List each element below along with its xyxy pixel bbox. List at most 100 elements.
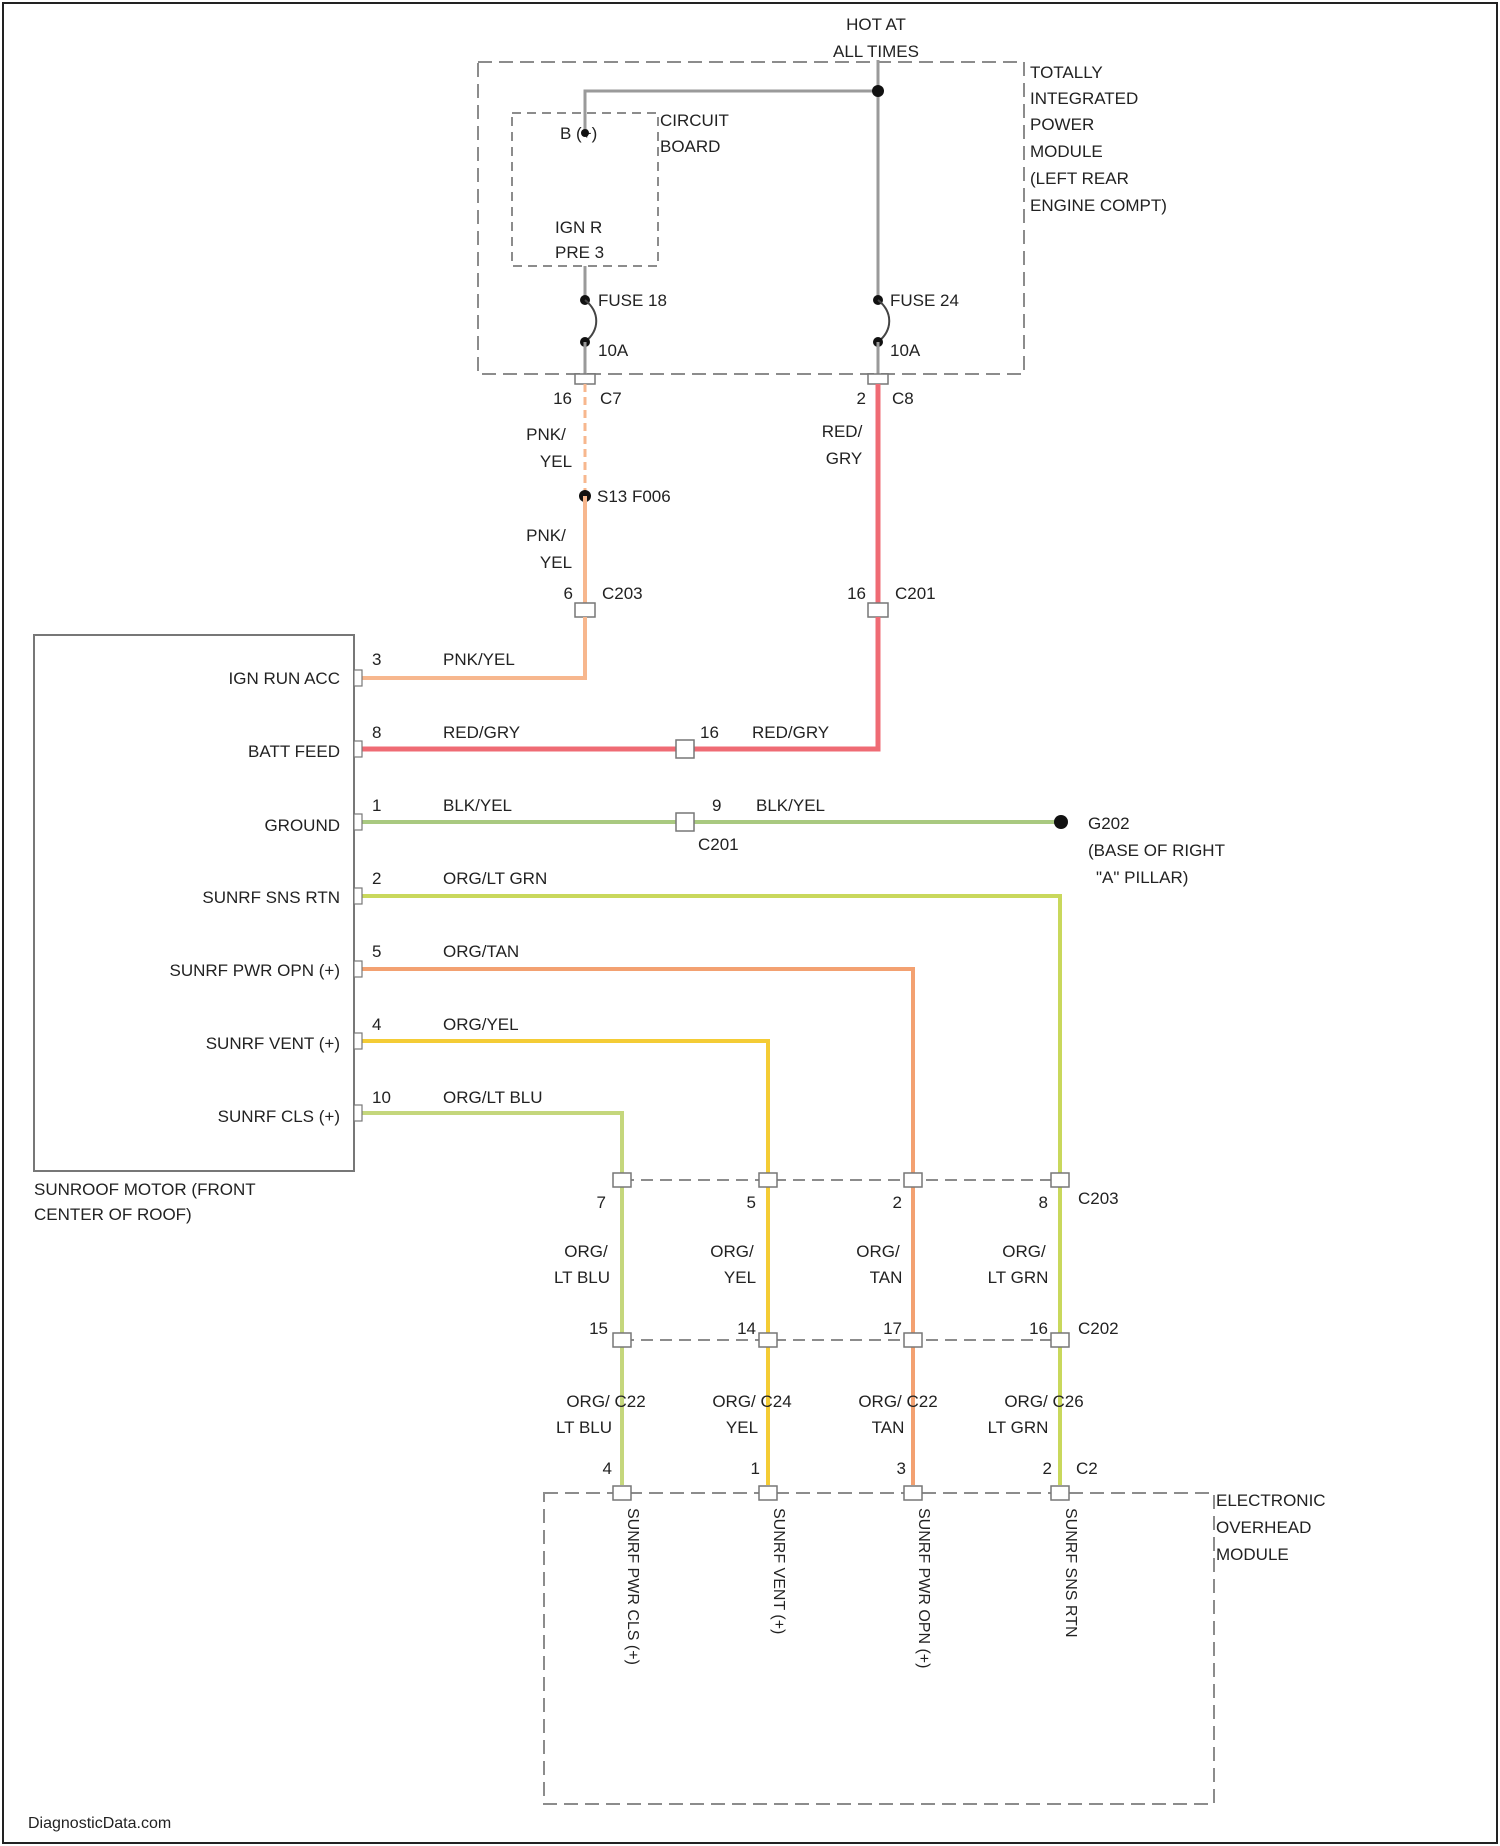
motor-wire-blk-yel: BLK/YEL (443, 796, 512, 815)
motor-pin-stub (354, 670, 362, 686)
eom-wire-label-3a: ORG/ C22 (858, 1392, 937, 1411)
connector-c8 (868, 374, 888, 384)
org-lt-blu-wire (354, 1113, 622, 1175)
motor-pin-stub (354, 1105, 362, 1121)
eom-label-2: OVERHEAD (1216, 1518, 1311, 1537)
c2-shell (613, 1486, 631, 1500)
eom-wire-label-4b: LT GRN (988, 1418, 1049, 1437)
lower-wire-label-1b: LT BLU (554, 1268, 610, 1287)
c7-name: C7 (600, 389, 622, 408)
eom-wire-label-2a: ORG/ C24 (712, 1392, 791, 1411)
c8-name: C8 (892, 389, 914, 408)
fuse-24-name: FUSE 24 (890, 291, 959, 310)
motor-pin-num-4: 4 (372, 1015, 381, 1034)
motor-pin-stub (354, 1033, 362, 1049)
motor-pin-num-3: 3 (372, 650, 381, 669)
relay-label-2: PRE 3 (555, 243, 604, 262)
tipm-label-5: (LEFT REAR (1030, 169, 1129, 188)
org-yel-wire (354, 1041, 768, 1175)
c2-shell (759, 1486, 777, 1500)
c202-shell (613, 1333, 631, 1347)
connector-c201-upper (868, 603, 888, 617)
motor-wire-org-lt-blu: ORG/LT BLU (443, 1088, 543, 1107)
connector-c201-batt (676, 740, 694, 758)
c202-shell (1051, 1333, 1069, 1347)
c203-lower-shell (759, 1173, 777, 1187)
lower-wire-label-3a: ORG/ (856, 1242, 900, 1261)
eom-wire-label-3b: TAN (872, 1418, 905, 1437)
lower-wire-label-3b: TAN (870, 1268, 903, 1287)
org-tan-wire (354, 969, 913, 1175)
c203-lower-shell (1051, 1173, 1069, 1187)
c203-lower-shell (904, 1173, 922, 1187)
circuit-board-label-1: CIRCUIT (660, 111, 729, 130)
motor-pin-name-sns-rtn: SUNRF SNS RTN (202, 888, 340, 907)
motor-wire-org-lt-grn: ORG/LT GRN (443, 869, 547, 888)
motor-pin-num-1: 1 (372, 796, 381, 815)
c2-pin-3: 3 (897, 1459, 906, 1478)
eom-wire-label-1b: LT BLU (556, 1418, 612, 1437)
motor-pin-num-10: 10 (372, 1088, 391, 1107)
c201-lower-name: C201 (698, 835, 739, 854)
b-plus-label: B (+) (560, 124, 597, 143)
c2-shell (1051, 1486, 1069, 1500)
motor-pin-stub (354, 961, 362, 977)
motor-pin-name-cls: SUNRF CLS (+) (218, 1107, 340, 1126)
motor-pin-name-ign-run-acc: IGN RUN ACC (229, 669, 340, 688)
connector-c203-upper (575, 603, 595, 617)
motor-pins: IGN RUN ACC 3 PNK/YEL BATT FEED 8 RED/GR… (170, 617, 1225, 1175)
c203-lower-pin-8: 8 (1039, 1193, 1048, 1212)
lower-connector-shells (613, 1173, 1069, 1347)
outer-frame (3, 3, 1497, 1843)
motor-pin-name-batt-feed: BATT FEED (248, 742, 340, 761)
c202-pin-16: 16 (1029, 1319, 1048, 1338)
motor-pin-stub (354, 814, 362, 830)
hot-at-label: HOT AT (846, 15, 906, 34)
c203-upper-name: C203 (602, 584, 643, 603)
lower-wire-label-2a: ORG/ (710, 1242, 754, 1261)
c2-shell (904, 1486, 922, 1500)
all-times-label: ALL TIMES (833, 42, 919, 61)
motor-pin-name-pwr-opn: SUNRF PWR OPN (+) (170, 961, 340, 980)
org-lt-grn-wire (354, 896, 1060, 1175)
c203-lower-name: C203 (1078, 1189, 1119, 1208)
ground-location-2: "A" PILLAR) (1096, 868, 1188, 887)
fuse-18-icon (585, 300, 596, 342)
motor-pin-num-8: 8 (372, 723, 381, 742)
fuse-18-name: FUSE 18 (598, 291, 667, 310)
motor-pin-num-5: 5 (372, 942, 381, 961)
c2-name: C2 (1076, 1459, 1098, 1478)
c8-pin: 2 (857, 389, 866, 408)
motor-wire-red-gry: RED/GRY (443, 723, 520, 742)
c201-upper-name: C201 (895, 584, 936, 603)
ground-name: G202 (1088, 814, 1130, 833)
motor-pin-num-2: 2 (372, 869, 381, 888)
fuse-24-icon (878, 300, 889, 342)
eom-box (544, 1493, 1214, 1804)
c202-pin-17: 17 (883, 1319, 902, 1338)
c203-upper-pin: 6 (564, 584, 573, 603)
motor-label-2: CENTER OF ROOF) (34, 1205, 192, 1224)
footer-watermark: DiagnosticData.com (28, 1815, 171, 1832)
tipm-label-3: POWER (1030, 115, 1094, 134)
c202-pin-15: 15 (589, 1319, 608, 1338)
lower-wire-label-4b: LT GRN (988, 1268, 1049, 1287)
eom-pin-sns-rtn: SUNRF SNS RTN (1062, 1508, 1079, 1638)
motor-pin-name-vent: SUNRF VENT (+) (206, 1034, 340, 1053)
relay-label-1: IGN R (555, 218, 602, 237)
c202-shell (904, 1333, 922, 1347)
fuse-18-rating: 10A (598, 341, 629, 360)
c201-upper-pin: 16 (847, 584, 866, 603)
tipm-label-1: TOTALLY (1030, 63, 1103, 82)
motor-wire-org-tan: ORG/TAN (443, 942, 519, 961)
eom-wire-label-1a: ORG/ C22 (566, 1392, 645, 1411)
tipm-label-6: ENGINE COMPT) (1030, 196, 1167, 215)
c202-shell (759, 1333, 777, 1347)
c7-pin: 16 (553, 389, 572, 408)
lower-wire-runs (622, 1185, 1060, 1485)
pnk-yel-upper-label-2: YEL (540, 452, 572, 471)
c2-pin-4: 4 (603, 1459, 612, 1478)
tipm-label-2: INTEGRATED (1030, 89, 1138, 108)
motor-wire-pnk-yel: PNK/YEL (443, 650, 515, 669)
